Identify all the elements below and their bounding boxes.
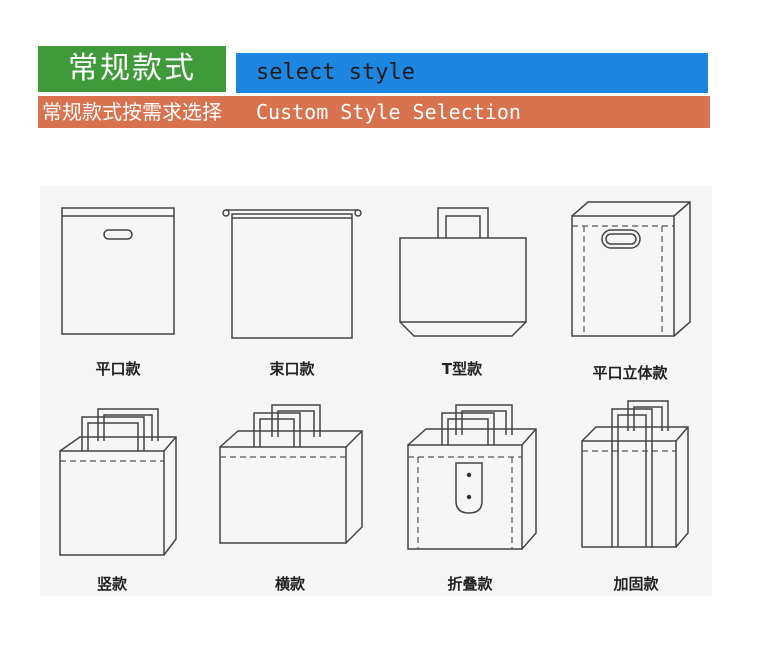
style-card-3d-flat[interactable]: 平口立体款 <box>544 186 712 391</box>
style-label: 竖款 <box>96 575 128 593</box>
style-card-reinforced[interactable]: 加固款 <box>544 391 712 596</box>
style-label: 横款 <box>274 575 306 593</box>
t-shape-bag-icon <box>399 207 527 337</box>
style-label: 折叠款 <box>447 575 493 593</box>
flat-die-cut-bag-icon <box>61 207 175 335</box>
drawstring-bag-icon <box>222 209 362 339</box>
header-badge: 常规款式 <box>38 46 226 92</box>
style-label: 加固款 <box>613 575 659 593</box>
reinforced-bag-icon <box>581 400 689 548</box>
style-label: 束口款 <box>269 360 315 378</box>
horizontal-tote-icon <box>219 404 363 544</box>
style-card-foldable[interactable]: 折叠款 <box>376 391 544 596</box>
subtitle-cn: 常规款式按需求选择 <box>42 100 222 124</box>
subtitle-bar: 常规款式按需求选择 Custom Style Selection <box>38 96 710 128</box>
subtitle-en: Custom Style Selection <box>256 100 521 124</box>
style-grid: 平口款 束口款 T型款 <box>40 186 712 596</box>
style-card-horizontal[interactable]: 横款 <box>208 391 376 596</box>
style-card-t-shape[interactable]: T型款 <box>376 186 544 391</box>
style-label: 平口款 <box>95 360 141 378</box>
style-card-vertical[interactable]: 竖款 <box>40 391 208 596</box>
style-label: T型款 <box>441 360 483 378</box>
style-card-flat[interactable]: 平口款 <box>40 186 208 391</box>
vertical-tote-icon <box>59 408 177 556</box>
select-style-bar: select style <box>236 53 708 93</box>
style-label: 平口立体款 <box>592 364 668 382</box>
3d-die-cut-bag-icon <box>571 201 691 337</box>
style-card-drawstring[interactable]: 束口款 <box>208 186 376 391</box>
foldable-bag-icon <box>407 404 537 550</box>
